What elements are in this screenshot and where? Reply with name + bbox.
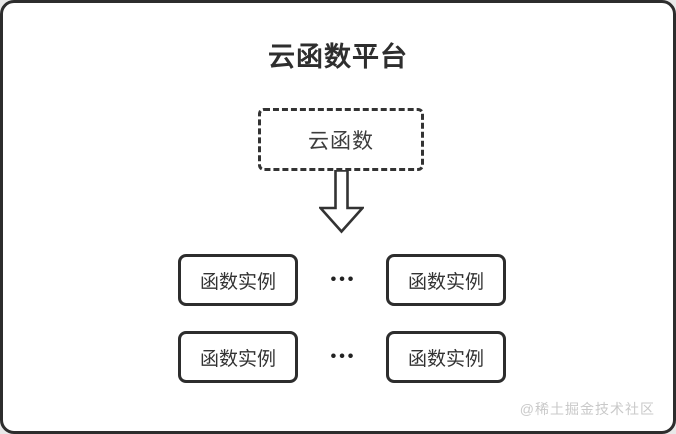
watermark: @稀土掘金技术社区 [519, 401, 655, 417]
ellipsis-row-2: ••• [330, 348, 357, 365]
function-instance-label: 函数实例 [199, 348, 276, 370]
function-instance-box: 函数实例 [386, 331, 506, 383]
function-instance-label: 函数实例 [407, 271, 484, 293]
function-instance-box: 函数实例 [178, 254, 298, 306]
arrow-down-icon [317, 169, 366, 234]
cloud-function-box: 云函数 [258, 108, 424, 171]
function-instance-box: 函数实例 [386, 254, 506, 306]
page-title: 云函数平台 [268, 42, 408, 72]
ellipsis-row-1: ••• [330, 271, 357, 288]
function-instance-label: 函数实例 [199, 271, 276, 293]
function-instance-box: 函数实例 [178, 331, 298, 383]
cloud-function-label: 云函数 [308, 129, 374, 153]
function-instance-label: 函数实例 [407, 348, 484, 370]
